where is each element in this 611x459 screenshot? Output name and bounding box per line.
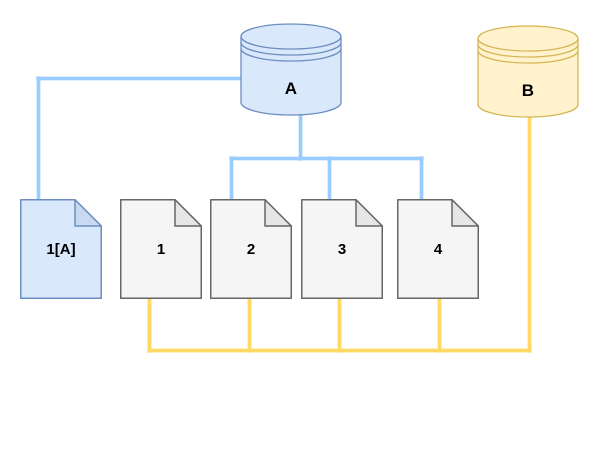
document-1a-label: 1[A] <box>46 240 76 258</box>
document-icon <box>120 199 202 299</box>
document-icon <box>20 199 102 299</box>
edge-b-trunk-vertical <box>528 115 531 352</box>
edge-a-to-doc1a-horizontal <box>37 77 241 80</box>
edge-a-trunk-vertical <box>299 112 302 160</box>
document-fold-corner <box>355 199 383 227</box>
document-3-label: 3 <box>337 240 347 258</box>
cylinder-body <box>240 23 342 116</box>
edge-a-to-doc2-vertical <box>230 157 233 202</box>
edge-a-to-doc4-vertical <box>420 157 423 202</box>
document-1a-node: 1[A] <box>20 199 102 299</box>
cylinder-body <box>477 25 579 118</box>
edge-a-to-doc3-vertical <box>328 157 331 202</box>
document-icon <box>397 199 479 299</box>
cylinder-ring-arc <box>240 48 342 62</box>
document-2-node: 2 <box>210 199 292 299</box>
cylinder-ring-arc <box>240 42 342 56</box>
edge-b-to-doc1-vertical <box>148 298 151 352</box>
document-fold-corner <box>174 199 202 227</box>
database-cylinder-icon <box>240 23 342 116</box>
document-fold-corner <box>451 199 479 227</box>
cylinder-ring-arc <box>477 50 579 64</box>
document-1-node: 1 <box>120 199 202 299</box>
database-a-label: A <box>284 79 298 98</box>
database-cylinder-icon <box>477 25 579 118</box>
document-4-label: 4 <box>433 240 443 258</box>
database-b-label: B <box>521 81 535 100</box>
document-icon <box>210 199 292 299</box>
database-b-node: B <box>477 25 579 118</box>
cylinder-ring-arc <box>477 44 579 58</box>
document-fold-corner <box>264 199 292 227</box>
edge-b-to-doc4-vertical <box>438 298 441 352</box>
document-fold-corner <box>74 199 102 227</box>
database-a-node: A <box>240 23 342 116</box>
edge-a-branch-horizontal <box>230 157 423 160</box>
cylinder-rim-arc <box>240 36 342 50</box>
cylinder-rim-arc <box>477 38 579 52</box>
document-4-node: 4 <box>397 199 479 299</box>
document-icon <box>301 199 383 299</box>
edge-b-to-doc2-vertical <box>248 298 251 352</box>
edge-b-to-doc3-vertical <box>338 298 341 352</box>
document-2-label: 2 <box>246 240 256 258</box>
edge-a-to-doc1a-vertical <box>37 77 40 201</box>
document-1-label: 1 <box>156 240 166 258</box>
document-3-node: 3 <box>301 199 383 299</box>
